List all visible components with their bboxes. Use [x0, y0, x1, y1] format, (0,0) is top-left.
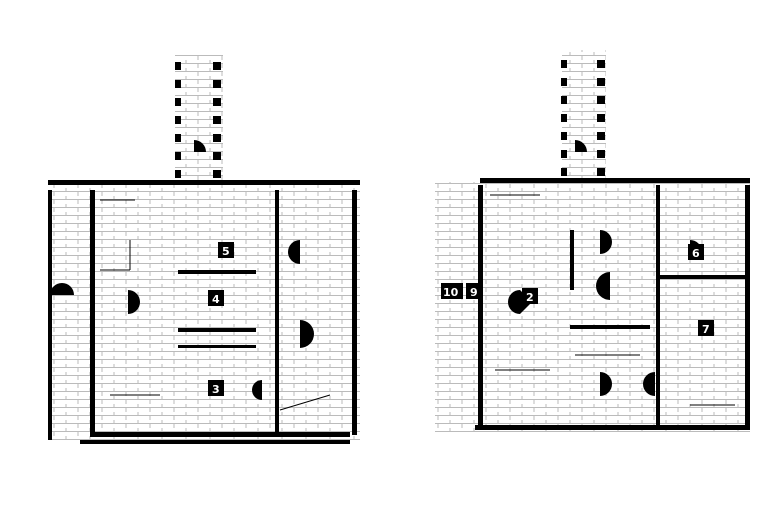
- left-tower-wall-segments: [175, 62, 221, 178]
- svg-text:4: 4: [212, 293, 220, 306]
- door-swing-icon: [288, 240, 300, 264]
- room-label-2: 2: [522, 288, 538, 304]
- door-swing-icon: [600, 230, 612, 254]
- svg-text:3: 3: [212, 383, 220, 396]
- room-label-5: 5: [218, 242, 234, 258]
- left-top-wall: [48, 180, 360, 185]
- room-label-7: 7: [698, 320, 714, 336]
- left-bottom-wall: [90, 432, 350, 437]
- left-plan-body: [48, 185, 360, 440]
- door-swing-icon: [575, 140, 587, 152]
- left-inner-wall-b: [275, 190, 279, 435]
- room-label-3: 3: [208, 380, 224, 396]
- svg-text:2: 2: [526, 291, 534, 304]
- right-floor-plan: 2 6 7 10 9: [435, 50, 750, 432]
- door-swing-icon: [596, 272, 610, 300]
- door-swing-icon: [50, 283, 74, 295]
- room-label-9: 9: [466, 283, 482, 299]
- right-bottom-wall: [475, 425, 750, 430]
- door-swing-icon: [600, 372, 612, 396]
- right-top-wall: [480, 178, 750, 183]
- right-plan-body: [435, 182, 750, 432]
- right-inner-wall-a: [478, 185, 483, 430]
- door-swing-icon: [128, 290, 140, 314]
- right-tower-wall-segments: [561, 60, 605, 176]
- svg-text:9: 9: [470, 286, 478, 299]
- svg-text:7: 7: [702, 323, 710, 336]
- door-swing-icon: [252, 380, 262, 400]
- svg-text:5: 5: [222, 245, 230, 258]
- room-label-4: 4: [208, 290, 224, 306]
- svg-text:10: 10: [443, 286, 459, 299]
- right-inner-wall-b: [656, 185, 660, 430]
- door-swing-icon: [194, 140, 206, 152]
- left-east-wall: [352, 190, 357, 435]
- left-inner-wall-a: [90, 190, 95, 435]
- svg-text:6: 6: [692, 247, 700, 260]
- door-swing-icon: [643, 372, 655, 396]
- left-floor-plan: 5 4 3: [48, 55, 360, 444]
- room-label-10: 10: [441, 283, 463, 299]
- room-label-6: 6: [688, 244, 704, 260]
- right-east-wall: [745, 185, 750, 430]
- door-swing-icon: [300, 320, 314, 348]
